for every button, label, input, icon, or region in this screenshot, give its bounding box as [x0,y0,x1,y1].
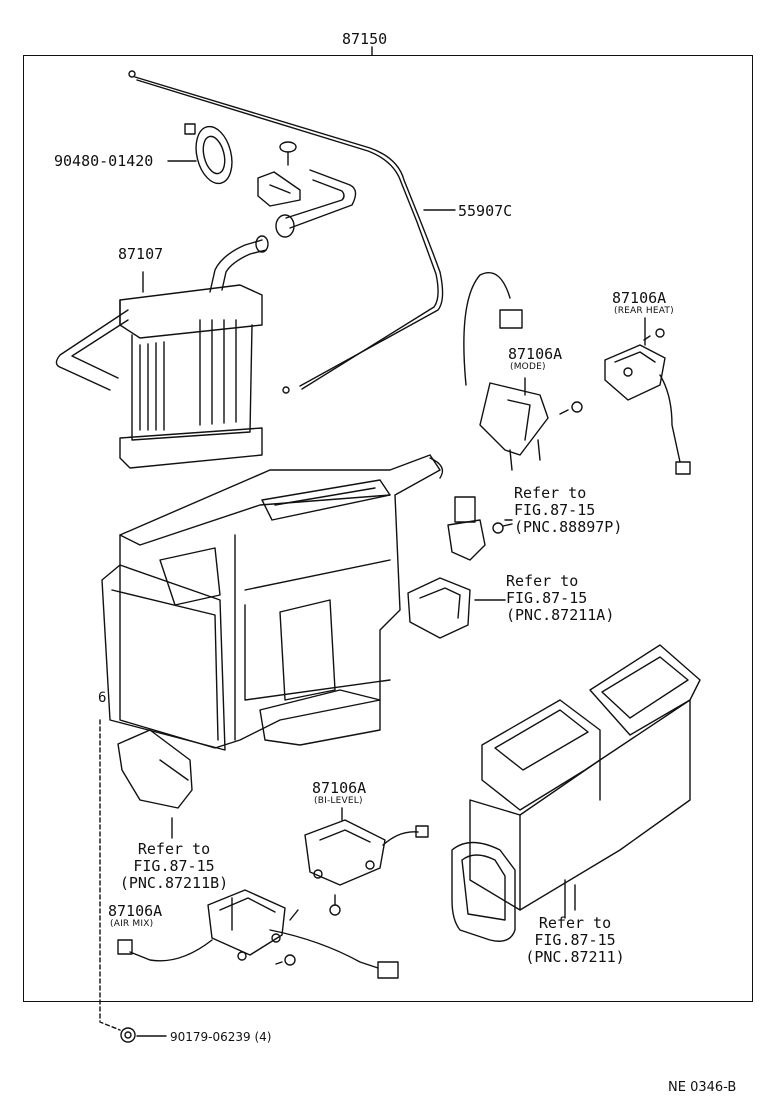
mode-servo-part-number: 87106A [508,345,563,363]
servo-bi-level [305,820,428,915]
servo-rear-heat [605,329,690,474]
reference-line: Refer to [538,914,612,932]
reference-line: (PNC.87211A) [506,606,615,624]
reference-line: Refer to [506,572,579,590]
duct-87211 [452,645,700,941]
bi-level-servo-note: (BI-LEVEL) [314,796,363,806]
rear-heat-servo-note: (REAR HEAT) [614,306,674,316]
heater-core [56,236,268,468]
clip-leader [100,720,166,1042]
callout-letter: 6 [98,690,107,706]
servo-air-mix [118,890,398,978]
reference-line: FIG.87-15 [506,589,588,607]
reference-line: FIG.87-15 [133,857,215,875]
rear-heat-servo-part-number: 87106A [612,289,667,307]
reference-87211: Refer to FIG.87-15 (PNC.87211) [518,915,632,966]
reference-line: Refer to [514,484,587,502]
reference-line: Refer to [137,840,211,858]
reference-line: (PNC.87211) [525,948,625,966]
reference-line: FIG.87-15 [534,931,616,949]
bi-level-servo-part-number: 87106A [312,779,367,797]
reference-line: (PNC.87211B) [119,874,229,892]
diagram-code: NE 0346-B [668,1080,737,1095]
clamp-bolt [258,142,300,206]
servo-mode [464,273,582,470]
duct-87211a [408,578,505,638]
heater-case [102,455,442,750]
reference-87211a: Refer to FIG.87-15 (PNC.87211A) [506,573,614,624]
heater-core-part-number: 87107 [118,245,164,263]
duct-87211b [118,730,192,808]
heater-hose [276,170,356,237]
grommet [168,123,238,188]
air-mix-servo-part-number: 87106A [108,902,163,920]
mode-servo-note: (MODE) [510,362,546,372]
clip-part-number: 90179-06239 (4) [170,1030,272,1044]
air-mix-servo-note: (AIR MIX) [110,919,154,929]
reference-88897p: Refer to FIG.87-15 (PNC.88897P) [514,485,622,536]
control-cable [129,71,455,393]
grommet-part-number: 90480-01420 [54,152,154,170]
reference-line: (PNC.88897P) [514,518,623,536]
reference-line: FIG.87-15 [514,501,596,519]
reference-87211b: Refer to FIG.87-15 (PNC.87211B) [112,841,236,892]
aspirator [448,497,512,560]
cable-part-number: 55907C [458,202,513,220]
assembly-part-number: 87150 [342,30,388,48]
assembly-frame [23,55,753,1002]
